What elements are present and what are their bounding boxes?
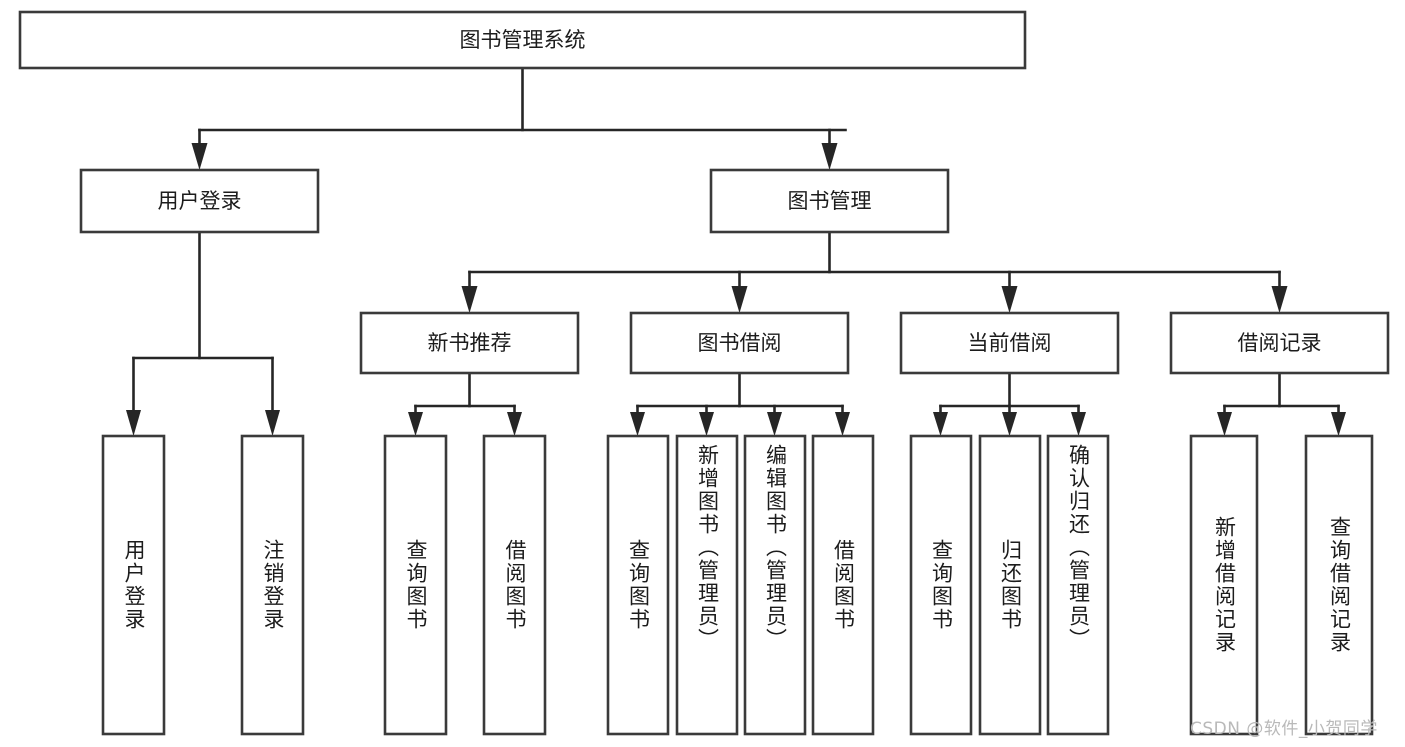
- arrow-head-current-borrow: [1001, 286, 1018, 313]
- arrow-head-leaf-user-login-2: [265, 410, 280, 436]
- arrow-head-leaf-br-2: [1331, 412, 1346, 436]
- node-root-box[interactable]: [18, 10, 1027, 70]
- node-new-book-recommend-label: 新书推荐: [428, 331, 512, 355]
- connector-group-user-login: [126, 230, 280, 436]
- node-leaf-nbr-1-box[interactable]: [383, 434, 448, 736]
- node-leaf-br-2-box[interactable]: [1304, 434, 1374, 736]
- connector-group-new-book-recommend: [408, 371, 522, 436]
- node-leaf-cb-2-box[interactable]: [978, 434, 1042, 736]
- connector-group-book-borrow: [630, 371, 850, 436]
- arrow-head-leaf-bb-3: [767, 412, 782, 436]
- arrow-head-leaf-nbr-2: [507, 412, 522, 436]
- connector-group-root: [191, 66, 847, 170]
- connector-group-borrow-record: [1217, 371, 1346, 436]
- node-borrow-record-box[interactable]: [1169, 311, 1390, 375]
- node-leaf-bb-4-box[interactable]: [811, 434, 875, 736]
- node-leaf-cb-1-box[interactable]: [909, 434, 973, 736]
- node-leaf-cb-3-box[interactable]: [1046, 434, 1110, 736]
- node-user-login-label: 用户登录: [158, 189, 242, 213]
- node-leaf-user-login-1-box[interactable]: [101, 434, 166, 736]
- node-leaf-br-1-box[interactable]: [1189, 434, 1259, 736]
- node-book-borrow-label: 图书借阅: [698, 331, 782, 355]
- node-current-borrow-label: 当前借阅: [968, 331, 1052, 355]
- arrow-head-leaf-nbr-1: [408, 412, 423, 436]
- arrow-head-leaf-bb-1: [630, 412, 645, 436]
- arrow-head-new-book-recommend: [461, 286, 478, 313]
- arrow-head-leaf-user-login-1: [126, 410, 141, 436]
- arrow-head-book-mgmt: [821, 143, 838, 170]
- arrow-head-leaf-cb-2: [1002, 412, 1017, 436]
- node-book-mgmt-label: 图书管理: [788, 189, 872, 213]
- connector-group-book-mgmt: [461, 230, 1288, 313]
- arrow-head-user-login: [191, 143, 208, 170]
- node-borrow-record-label: 借阅记录: [1238, 331, 1322, 355]
- node-new-book-recommend-box[interactable]: [359, 311, 580, 375]
- node-leaf-user-login-2-box[interactable]: [240, 434, 305, 736]
- node-leaf-bb-3-box[interactable]: [743, 434, 807, 736]
- node-book-borrow-box[interactable]: [629, 311, 850, 375]
- arrow-head-leaf-cb-1: [933, 412, 948, 436]
- connector-group-current-borrow: [933, 371, 1086, 436]
- arrow-head-leaf-bb-4: [835, 412, 850, 436]
- watermark-text: CSDN @软件_小贺同学: [1190, 719, 1378, 739]
- node-leaf-bb-1-box[interactable]: [606, 434, 670, 736]
- node-root-label: 图书管理系统: [460, 28, 586, 52]
- arrow-head-book-borrow: [731, 286, 748, 313]
- node-current-borrow-box[interactable]: [899, 311, 1120, 375]
- arrow-head-borrow-record: [1271, 286, 1288, 313]
- node-user-login-box[interactable]: [79, 168, 320, 234]
- arrow-head-leaf-br-1: [1217, 412, 1232, 436]
- arrow-head-leaf-cb-3: [1071, 412, 1086, 436]
- node-book-mgmt-box[interactable]: [709, 168, 950, 234]
- node-leaf-nbr-2-box[interactable]: [482, 434, 547, 736]
- arrow-head-leaf-bb-2: [699, 412, 714, 436]
- node-leaf-bb-2-box[interactable]: [675, 434, 739, 736]
